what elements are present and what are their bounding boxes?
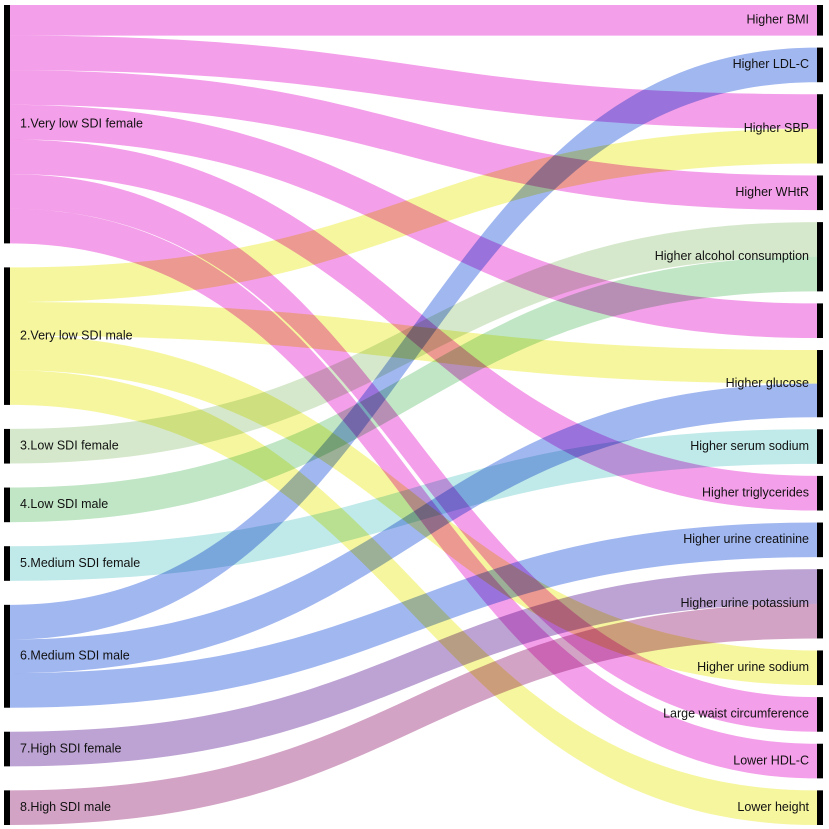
source-label-6-medium-sdi-male: 6.Medium SDI male <box>20 649 130 663</box>
target-label-higher-ldl-c: Higher LDL-C <box>733 57 809 71</box>
target-node-bar-t6 <box>817 303 823 339</box>
target-node-bar-t12 <box>817 650 823 686</box>
target-label-higher-urine-sodium: Higher urine sodium <box>697 660 809 674</box>
target-node-bar-t3 <box>817 94 823 164</box>
flow-s1-to-t3 <box>10 35 817 129</box>
target-node-bar-t7 <box>817 350 823 418</box>
flow-s1-to-t9 <box>10 139 817 511</box>
target-label-higher-serum-sodium: Higher serum sodium <box>690 439 809 453</box>
source-node-bar-6-medium-sdi-male <box>4 604 10 708</box>
source-node-bar-7-high-sdi-female <box>4 731 10 767</box>
flow-s7-to-t11 <box>10 569 817 767</box>
target-label-higher-triglycerides: Higher triglycerides <box>702 486 809 500</box>
node-layer <box>4 5 823 825</box>
target-node-bar-t10 <box>817 522 823 558</box>
target-label-higher-urine-potassium: Higher urine potassium <box>680 596 809 610</box>
target-node-bar-t13 <box>817 697 823 732</box>
source-node-bar-2-very-low-sdi-male <box>4 267 10 405</box>
target-node-bar-t14 <box>817 743 823 779</box>
target-label-higher-sbp: Higher SBP <box>744 121 809 135</box>
target-label-lower-height: Lower height <box>737 800 809 814</box>
flow-s6-to-t7 <box>10 383 817 674</box>
source-node-bar-1-very-low-sdi-female <box>4 5 10 244</box>
target-label-higher-alcohol-consumption: Higher alcohol consumption <box>655 249 809 263</box>
source-label-5-medium-sdi-female: 5.Medium SDI female <box>20 556 140 570</box>
source-node-bar-8-high-sdi-male <box>4 790 10 825</box>
target-label-higher-bmi: Higher BMI <box>746 13 809 27</box>
flow-s6-to-t10 <box>10 522 817 708</box>
target-node-bar-t15 <box>817 790 823 825</box>
source-label-3-low-sdi-female: 3.Low SDI female <box>20 439 119 453</box>
target-node-bar-t4 <box>817 175 823 211</box>
target-label-higher-whtr: Higher WHtR <box>735 185 809 199</box>
flow-layer <box>10 5 817 825</box>
target-node-bar-t9 <box>817 475 823 511</box>
source-label-1-very-low-sdi-female: 1.Very low SDI female <box>20 116 143 130</box>
flow-s2-to-t3 <box>10 128 817 303</box>
target-label-large-waist-circumference: Large waist circumference <box>663 707 809 721</box>
source-node-bar-3-low-sdi-female <box>4 428 10 464</box>
flow-s6-to-t2 <box>10 47 817 640</box>
flow-s5-to-t8 <box>10 429 817 581</box>
flow-s2-to-t15 <box>10 370 817 825</box>
target-node-bar-t2 <box>817 47 823 83</box>
target-node-bar-t11 <box>817 569 823 639</box>
source-label-8-high-sdi-male: 8.High SDI male <box>20 800 111 814</box>
target-node-bar-t1 <box>817 5 823 36</box>
label-layer: 1.Very low SDI female 2.Very low SDI male… <box>20 13 810 814</box>
target-label-lower-hdl-c: Lower HDL-C <box>733 753 809 767</box>
target-node-bar-t5 <box>817 222 823 292</box>
flow-s8-to-t11 <box>10 603 817 825</box>
target-node-bar-t8 <box>817 429 823 464</box>
source-node-bar-4-low-sdi-male <box>4 487 10 523</box>
source-label-7-high-sdi-female: 7.High SDI female <box>20 741 121 755</box>
flow-s4-to-t5 <box>10 256 817 523</box>
target-label-higher-glucose: Higher glucose <box>726 376 809 390</box>
target-label-higher-urine-creatinine: Higher urine creatinine <box>683 532 809 546</box>
source-label-4-low-sdi-male: 4.Low SDI male <box>20 497 108 511</box>
flow-s1-to-t13 <box>10 174 817 732</box>
source-label-2-very-low-sdi-male: 2.Very low SDI male <box>20 328 133 342</box>
flow-s1-to-t1 <box>10 5 817 36</box>
source-node-bar-5-medium-sdi-female <box>4 546 10 581</box>
